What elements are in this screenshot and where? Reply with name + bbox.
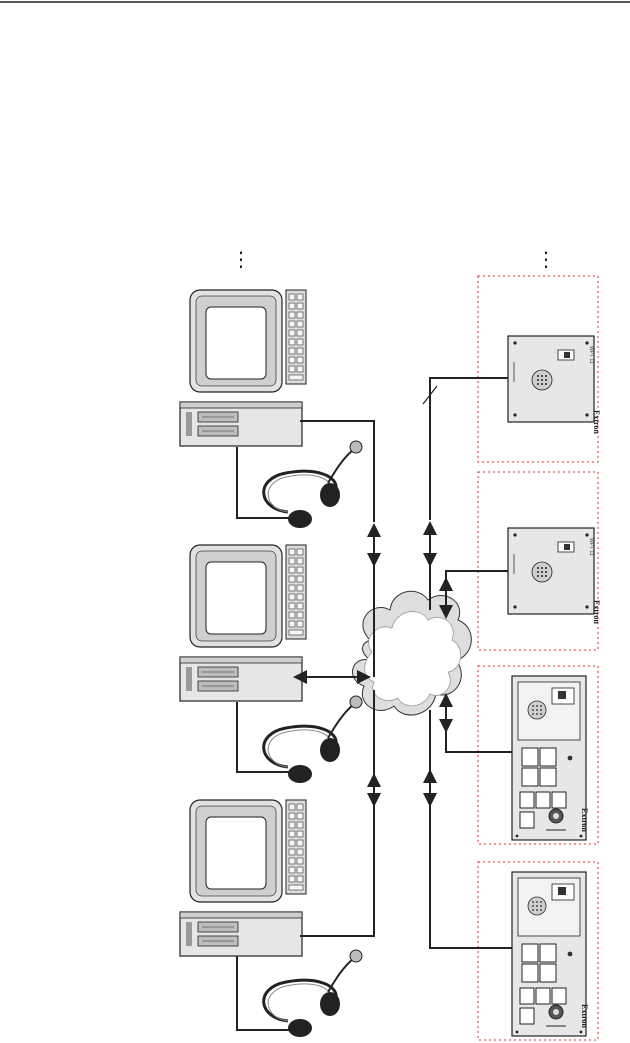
computer-icon: [180, 800, 306, 956]
control-panel-icon: [512, 872, 586, 1036]
workstation-2: [180, 545, 362, 783]
wallplate-icon: [508, 336, 594, 422]
network-cloud-icon: [353, 591, 472, 715]
panel-column-continuation-dots: ⋮: [536, 247, 556, 271]
headset-icon: [264, 441, 362, 528]
control-panel-a-line: [446, 726, 512, 752]
computer-icon: [180, 290, 306, 446]
computer-icon: [180, 545, 306, 701]
control-panel-b-line: [430, 800, 512, 948]
control-panel-icon: [512, 676, 586, 840]
wallplate-b: Extron WPT 11: [508, 528, 601, 624]
control-panel-a-brand: Extron: [580, 808, 589, 832]
wallplate-icon: [508, 528, 594, 614]
wallplate-a: Extron WPT 11: [508, 336, 601, 434]
wallplate-a-model: WPT 11: [588, 346, 594, 364]
wallplate-b-line: [446, 571, 508, 584]
control-panel-b: Extron: [512, 872, 589, 1036]
workstation-3: [180, 800, 362, 1037]
control-panel-b-brand: Extron: [580, 1004, 589, 1028]
headset-icon: [264, 696, 362, 783]
workstation-1: [180, 290, 362, 528]
headset-icon: [264, 950, 362, 1037]
pc-column-continuation-dots: ⋮: [231, 247, 251, 271]
control-panel-a: Extron: [512, 676, 589, 840]
wallplate-b-brand: Extron: [592, 600, 601, 624]
pc3-to-bus-line: [300, 800, 374, 936]
wallplate-b-model: WPT 11: [588, 538, 594, 556]
wallplate-a-line: [430, 378, 508, 520]
wallplate-a-brand: Extron: [592, 410, 601, 434]
pc3-headset-cable: [237, 956, 300, 1030]
